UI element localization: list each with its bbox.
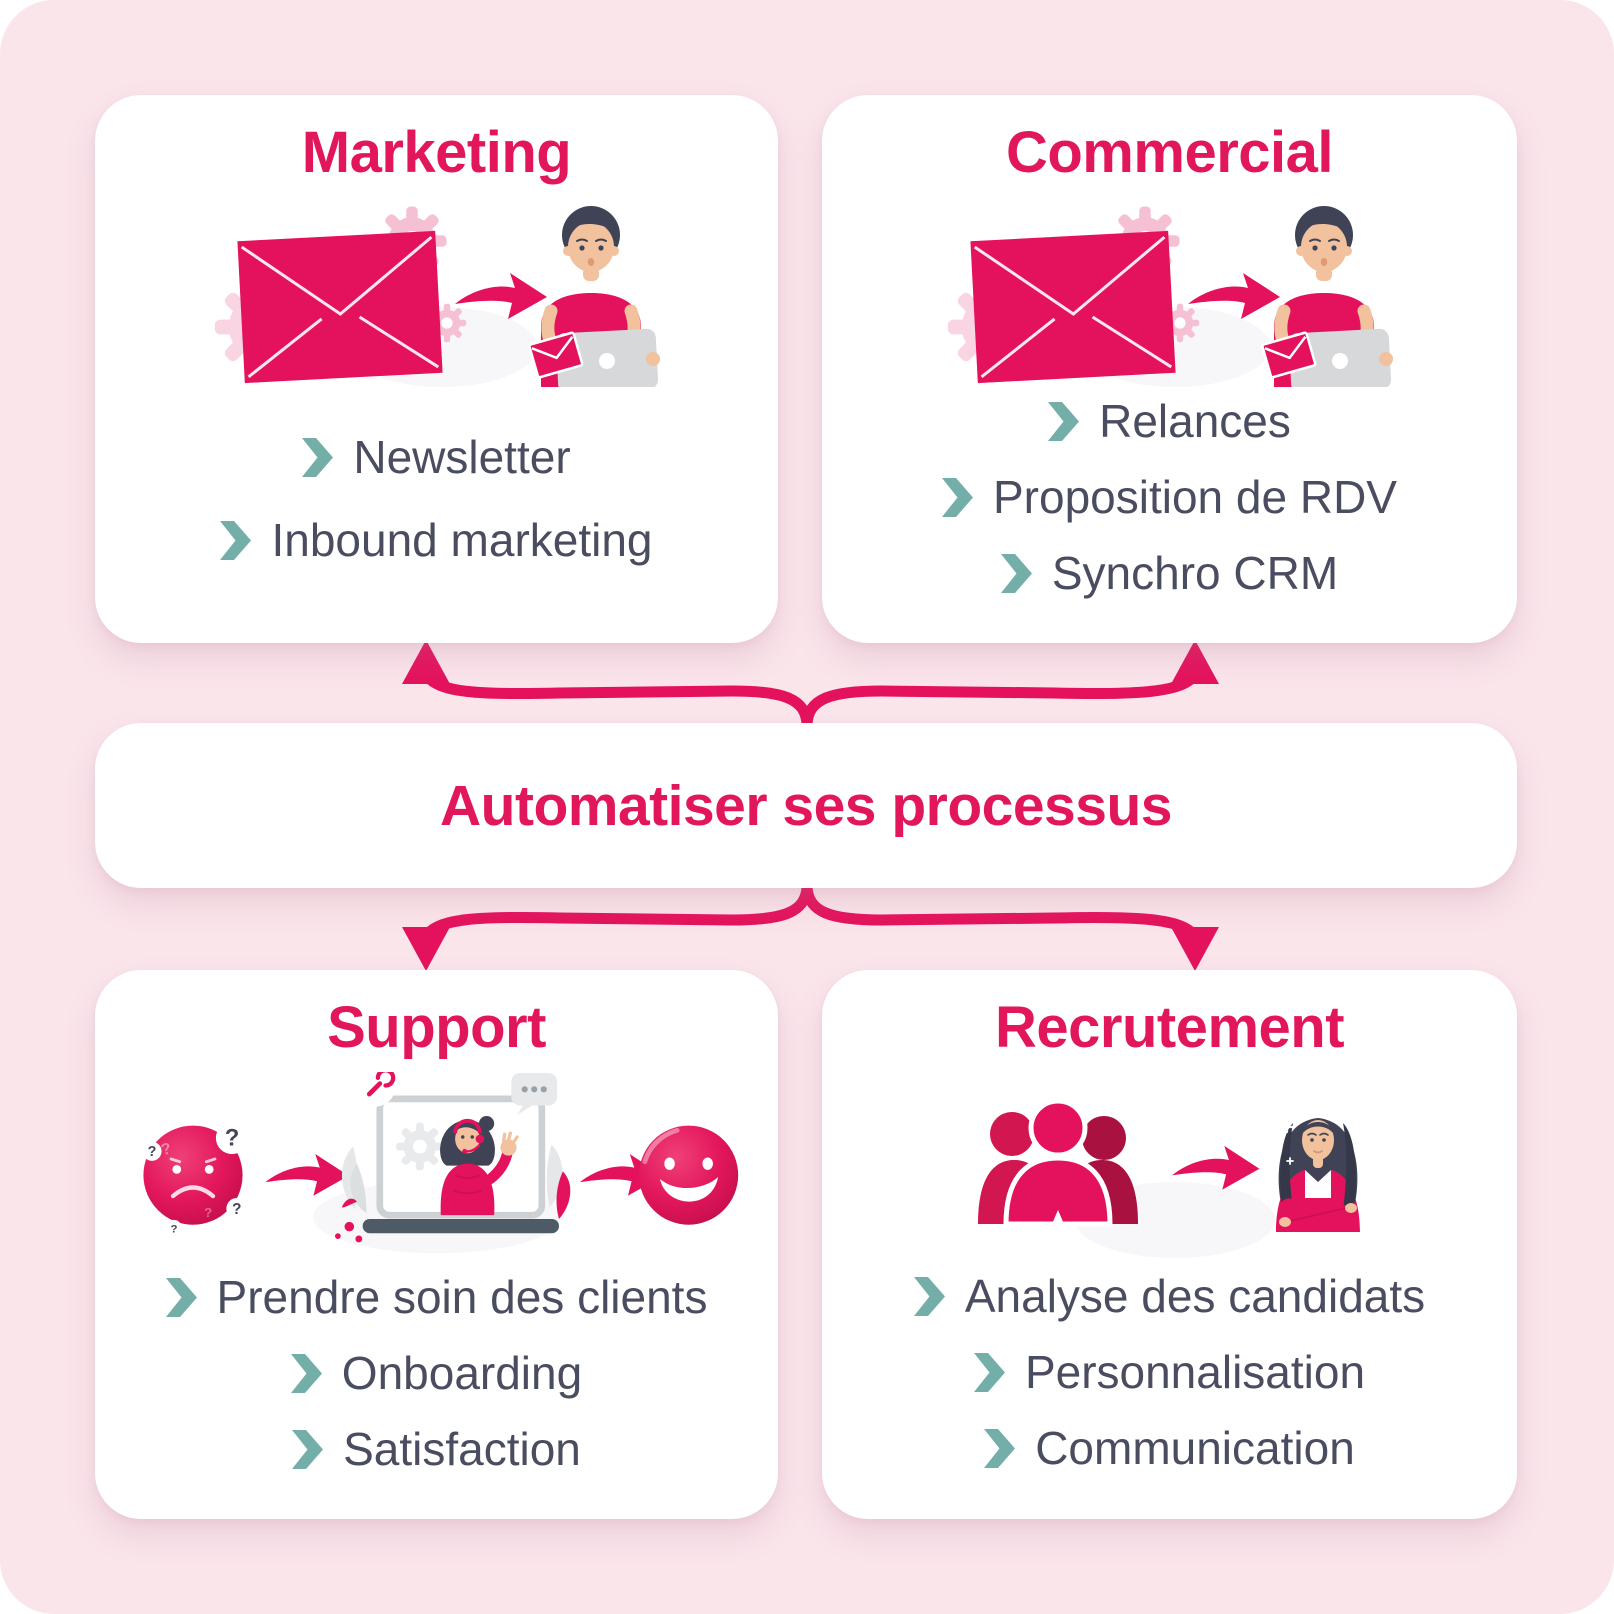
arrow-down-right-connector	[801, 879, 1201, 943]
chevron-right-icon	[165, 1277, 197, 1317]
chevron-right-icon	[302, 437, 334, 477]
list-item: Onboarding	[290, 1346, 583, 1400]
chevron-right-icon	[942, 477, 973, 517]
list-item: Satisfaction	[292, 1423, 581, 1476]
list-item: Analyse des candidats	[913, 1269, 1426, 1323]
list-item: Personnalisation	[973, 1345, 1366, 1399]
list-item: Inbound marketing	[220, 513, 653, 567]
center-bar: Automatiser ses processus	[95, 723, 1517, 888]
arrow-up-right-connector	[801, 668, 1201, 732]
chevron-right-icon	[1000, 553, 1032, 593]
card-title-support: Support	[327, 995, 546, 1060]
list-item: Synchro CRM	[1000, 546, 1339, 600]
list-item-label: Newsletter	[353, 430, 571, 483]
arrow-down-left-connector	[420, 879, 813, 943]
arrowhead-up-icon	[402, 640, 450, 684]
list-item-label: Relances	[1099, 394, 1291, 447]
center-bar-label: Automatiser ses processus	[440, 773, 1172, 838]
list-item: Proposition de RDV	[942, 471, 1397, 524]
arrow-up-left-connector	[420, 668, 813, 732]
commercial-list: Relances Proposition de RDV Synchro CRM	[942, 395, 1397, 600]
list-item: Newsletter	[302, 430, 571, 484]
card-commercial: Commercial Relances Proposition de RDV S…	[822, 95, 1517, 643]
list-item-label: Personnalisation	[1024, 1345, 1366, 1398]
chevron-right-icon	[984, 1428, 1016, 1468]
list-item-label: Synchro CRM	[1051, 546, 1339, 599]
list-item-label: Satisfaction	[343, 1422, 581, 1475]
arrowhead-up-icon	[1171, 640, 1219, 684]
card-title-commercial: Commercial	[1005, 120, 1334, 185]
automated-email-to-person-illustration	[207, 197, 667, 387]
card-title-recrutement: Recrutement	[994, 995, 1345, 1060]
candidates-to-recruiter-illustration	[950, 1072, 1390, 1262]
card-support: Support Prendre soin des clients Onboard…	[95, 970, 778, 1519]
support-list: Prendre soin des clients Onboarding Sati…	[165, 1270, 708, 1476]
sad-client-to-happy-client-illustration	[132, 1072, 742, 1263]
card-title-marketing: Marketing	[301, 120, 572, 185]
list-item-label: Inbound marketing	[271, 513, 653, 566]
marketing-list: Newsletter Inbound marketing	[220, 430, 653, 567]
chevron-right-icon	[292, 1429, 324, 1469]
list-item-label: Prendre soin des clients	[216, 1270, 708, 1323]
chevron-right-icon	[220, 520, 252, 560]
list-item-label: Proposition de RDV	[993, 470, 1397, 523]
automated-email-to-person-illustration	[940, 197, 1400, 387]
chevron-right-icon	[973, 1352, 1005, 1392]
chevron-right-icon	[913, 1276, 945, 1316]
list-item-label: Communication	[1035, 1421, 1355, 1474]
chevron-right-icon	[1048, 401, 1080, 441]
chevron-right-icon	[290, 1353, 322, 1393]
list-item: Prendre soin des clients	[165, 1270, 708, 1324]
arrowhead-down-icon	[1171, 927, 1219, 971]
list-item-label: Onboarding	[341, 1346, 583, 1399]
arrowhead-down-icon	[402, 927, 450, 971]
list-item: Communication	[984, 1422, 1355, 1475]
list-item-label: Analyse des candidats	[964, 1269, 1426, 1322]
card-recrutement: Recrutement Analyse des candidats Person…	[822, 970, 1517, 1519]
card-marketing: Marketing Newsletter Inbound marketing	[95, 95, 778, 643]
list-item: Relances	[1048, 395, 1291, 448]
recrutement-list: Analyse des candidats Personnalisation C…	[913, 1269, 1426, 1475]
